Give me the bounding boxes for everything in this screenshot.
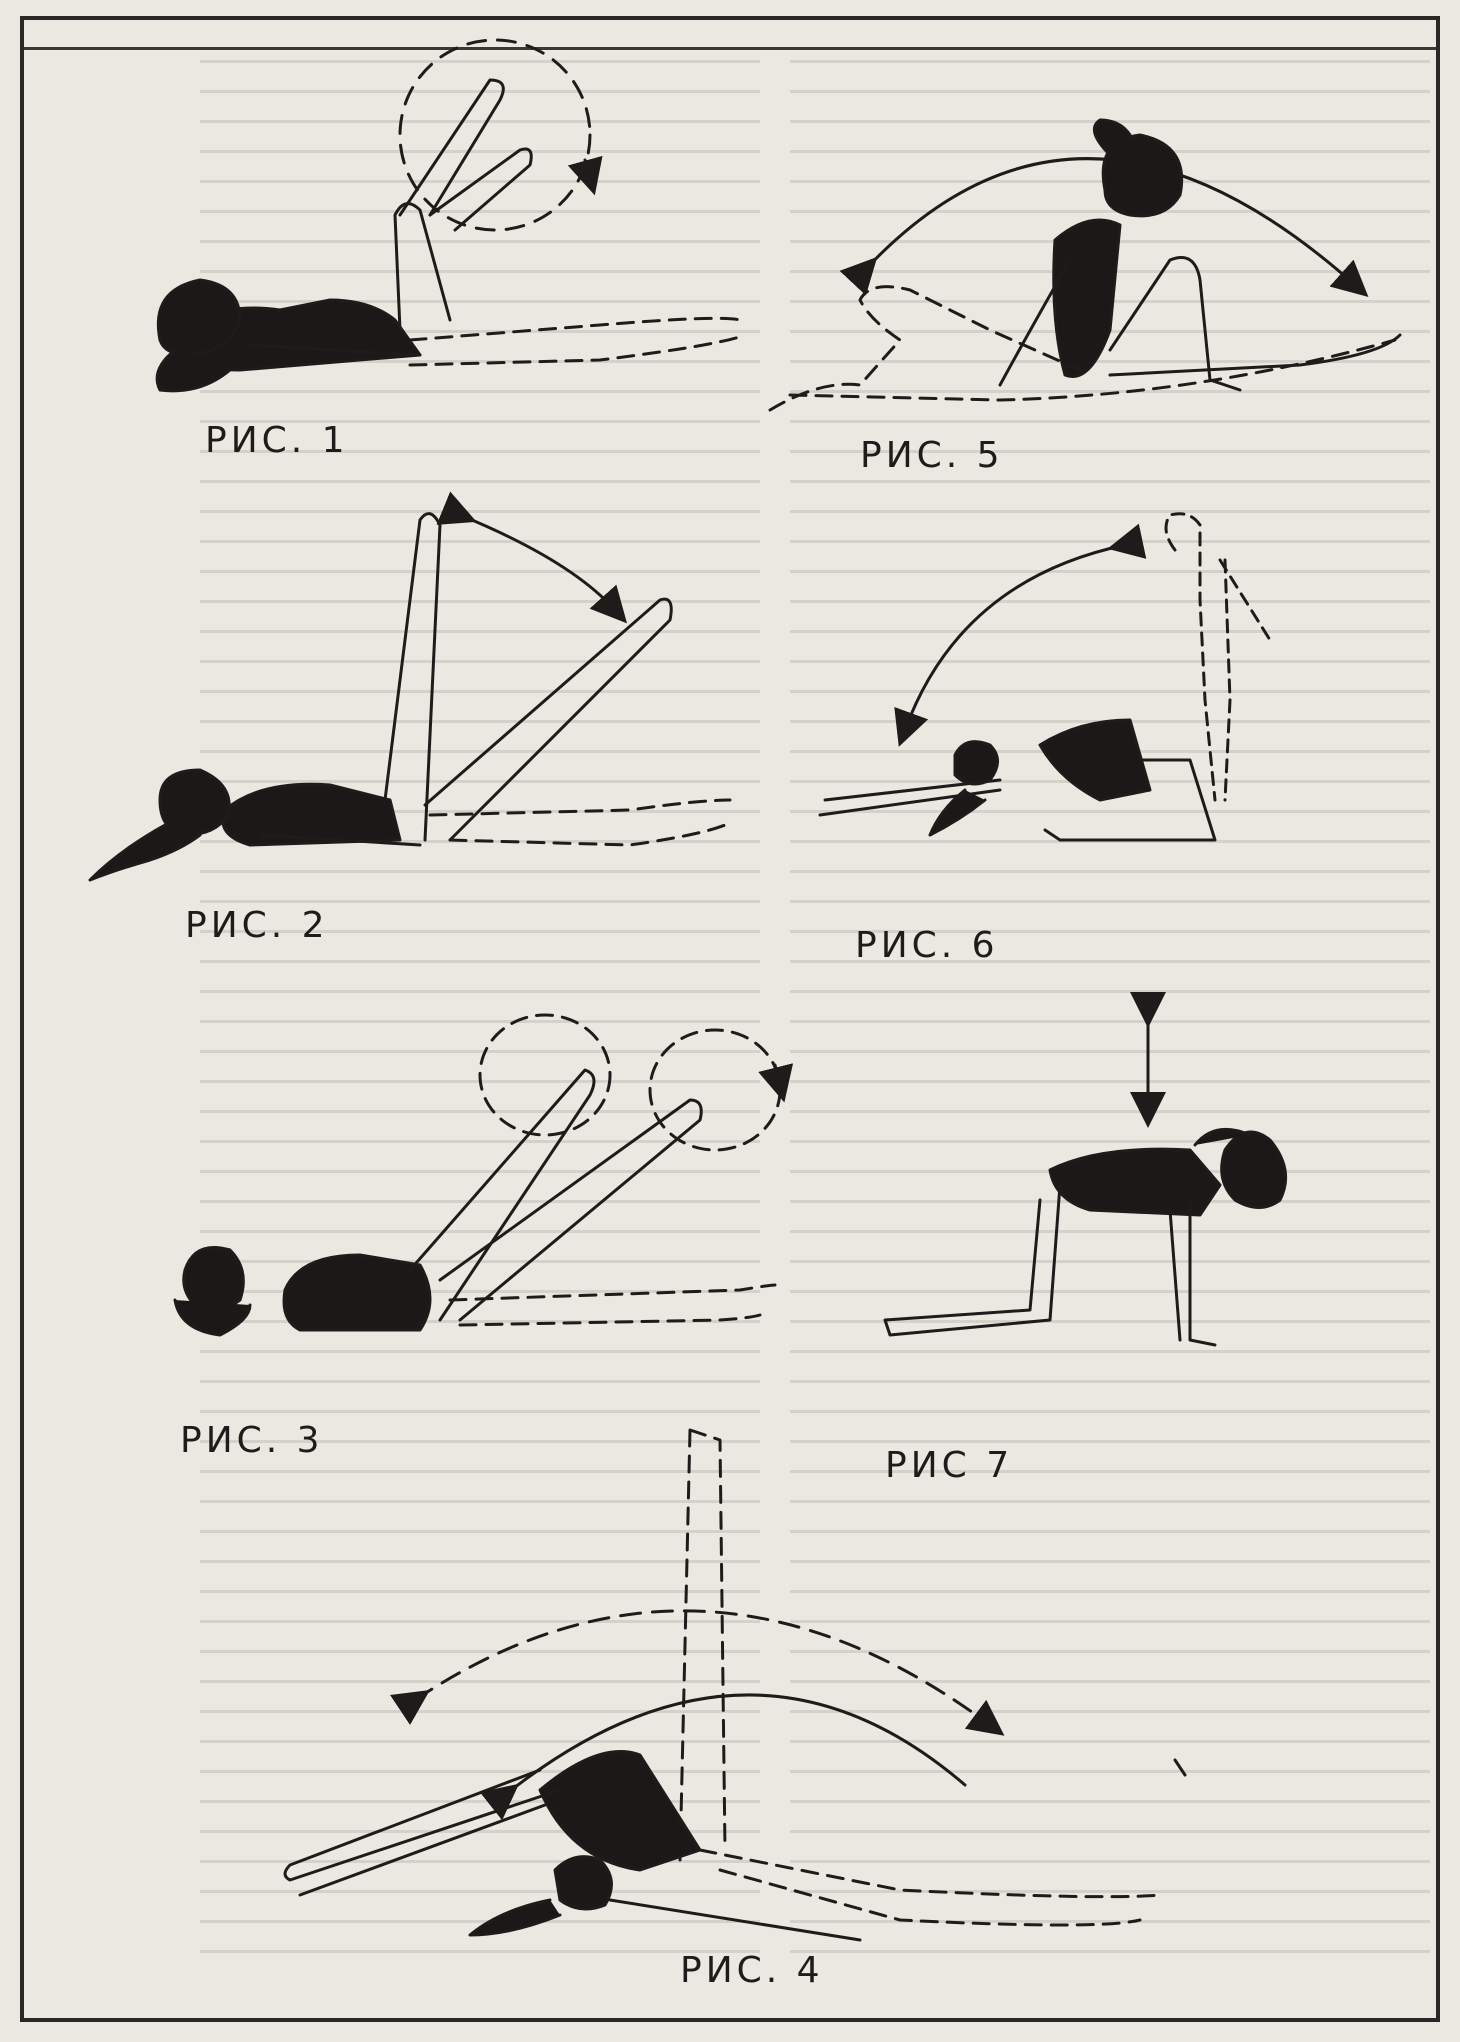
fig6-arc-arrow xyxy=(905,545,1125,730)
fig3-leg-dashed xyxy=(450,1285,775,1325)
fig4-head xyxy=(555,1857,611,1909)
fig4-hair xyxy=(470,1900,560,1935)
fig3-legs xyxy=(410,1070,701,1320)
fig5-caption: РИС. 5 xyxy=(860,435,1004,476)
figure-4-drawing xyxy=(285,1430,1185,1940)
fig3-circle-right xyxy=(650,1030,780,1150)
figure-7-drawing xyxy=(885,1010,1286,1345)
fig1-circle-path xyxy=(400,40,590,230)
figure-6-drawing xyxy=(820,514,1270,840)
figure-3-drawing xyxy=(175,1015,780,1335)
fig4-caption: РИС. 4 xyxy=(680,1950,824,1991)
fig6-caption: РИС. 6 xyxy=(855,925,999,966)
figure-2-drawing xyxy=(90,514,730,880)
fig5-body xyxy=(1054,220,1120,377)
fig2-body xyxy=(223,784,400,845)
fig1-leg-upper xyxy=(395,204,450,330)
fig4-arc-dashed xyxy=(415,1611,990,1725)
fig7-arm xyxy=(1170,1205,1215,1345)
fig6-dashed-figure xyxy=(1166,514,1270,800)
fig7-head xyxy=(1222,1132,1286,1208)
fig3-body xyxy=(284,1255,430,1330)
figure-5-drawing xyxy=(770,120,1400,410)
fig1-caption: РИС. 1 xyxy=(205,420,349,461)
fig6-body xyxy=(1040,720,1150,800)
fig6-head xyxy=(955,742,998,784)
fig4-body xyxy=(540,1752,700,1870)
fig7-caption: РИС 7 xyxy=(885,1445,1013,1486)
fig2-hair xyxy=(90,825,200,880)
fig4-legs-dashed xyxy=(700,1850,1160,1925)
fig7-body xyxy=(1050,1149,1220,1215)
fig5-leg-straight xyxy=(1110,335,1400,375)
figure-1-drawing xyxy=(157,40,745,391)
fig3-hair xyxy=(175,1300,250,1335)
fig2-head xyxy=(160,770,229,835)
fig3-caption: РИС. 3 xyxy=(180,1420,324,1461)
fig2-leg-diagonal xyxy=(425,599,671,840)
fig4-legs-overhead xyxy=(285,1770,560,1895)
fig2-leg-vertical xyxy=(385,514,440,840)
fig2-arc-arrow xyxy=(460,515,615,610)
fig4-marker xyxy=(1175,1760,1185,1775)
fig2-leg-dashed xyxy=(430,800,730,845)
fig1-circle-arrow xyxy=(585,160,590,178)
fig7-legs xyxy=(885,1185,1060,1335)
fig4-dashed-vertical-legs xyxy=(680,1430,725,1860)
fig3-head xyxy=(184,1248,244,1310)
fig4-arm xyxy=(610,1900,860,1940)
fig1-leg-dashed xyxy=(410,318,745,365)
fig2-caption: РИС. 2 xyxy=(185,905,329,946)
fig1-leg-lower xyxy=(400,80,503,215)
